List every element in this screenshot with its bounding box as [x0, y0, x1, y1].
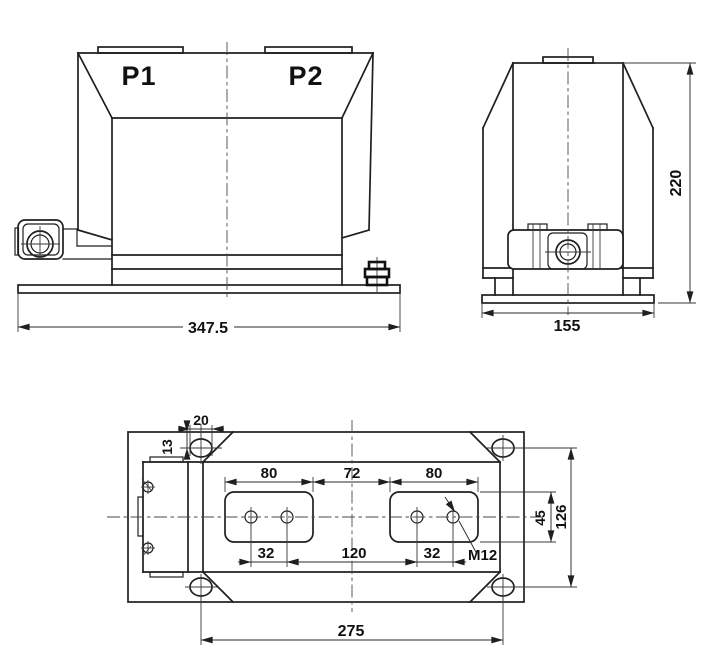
- terminal-label-p2: P2: [288, 61, 323, 91]
- dim-text-20: 20: [193, 412, 209, 428]
- primary-terminal-pad-p1: [97, 46, 184, 54]
- dim-text-220: 220: [668, 170, 685, 197]
- terminal-label-p1: P1: [121, 61, 156, 91]
- dim-pad-height: 45: [480, 491, 556, 543]
- dim-hole-row: 32 120 32: [238, 524, 466, 567]
- thread-label-m12: M12: [468, 547, 497, 564]
- dim-text-80-right: 80: [426, 465, 443, 482]
- primary-pads-plan: [224, 491, 479, 543]
- dim-text-32-left: 32: [258, 545, 275, 562]
- dim-text-347-5: 347.5: [188, 320, 228, 337]
- dim-text-120: 120: [341, 545, 366, 562]
- front-view: P1 P2 347.5: [14, 42, 401, 337]
- secondary-terminal-box-front: [14, 219, 113, 260]
- dim-text-80-left: 80: [261, 465, 278, 482]
- plan-view: 20 13 80 72 80: [107, 412, 577, 645]
- dim-slot-columns: 275: [200, 594, 504, 645]
- dim-side-width: 155: [481, 304, 655, 335]
- dim-text-32-right: 32: [424, 545, 441, 562]
- base-plate-front: [17, 284, 401, 294]
- dim-text-72: 72: [344, 465, 361, 482]
- earthing-bolt: [363, 257, 391, 292]
- thread-callout: M12: [444, 496, 497, 564]
- dim-side-height: 220: [596, 62, 696, 304]
- side-view: 155 220: [481, 48, 696, 335]
- dim-text-13: 13: [159, 439, 175, 455]
- dim-text-126: 126: [553, 504, 570, 529]
- secondary-terminal-box-side: [507, 223, 624, 270]
- dim-text-155: 155: [554, 318, 581, 335]
- dim-slot-rows: 126: [516, 447, 577, 588]
- dim-text-275: 275: [338, 623, 365, 640]
- dim-front-overall-width: 347.5: [17, 294, 401, 337]
- dim-slot-offset: 13: [159, 420, 191, 460]
- primary-terminal-pad-p2: [264, 46, 353, 54]
- dim-text-45: 45: [532, 510, 548, 526]
- dim-pad-row: 80 72 80: [224, 465, 479, 492]
